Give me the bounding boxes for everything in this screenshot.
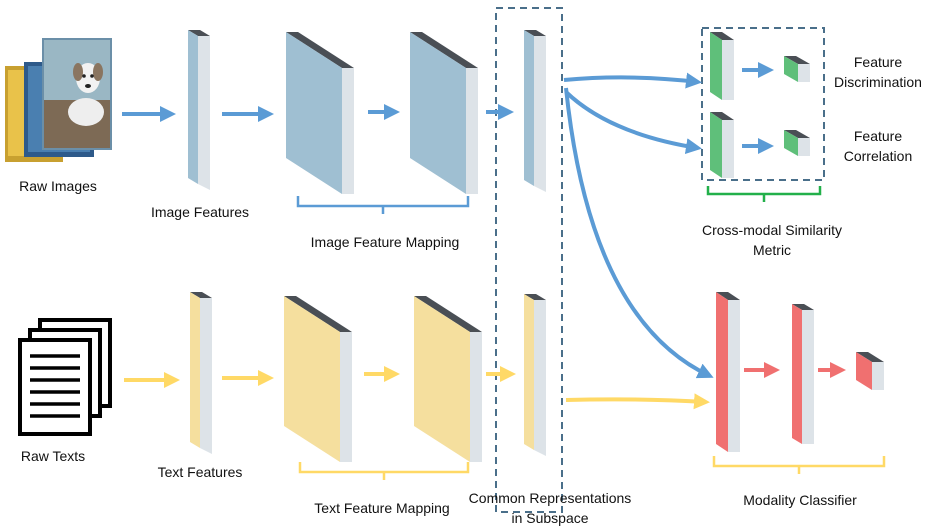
cross-modal-line2: Metric <box>752 242 792 258</box>
common-representations-label: Common Representations in Subspace <box>450 488 650 528</box>
feature-correlation-line1: Feature <box>853 128 903 144</box>
discrimination-output-block <box>784 56 810 82</box>
feature-correlation-line2: Correlation <box>843 148 913 164</box>
classifier-block-1 <box>716 292 740 452</box>
text-common-representation-block <box>524 294 546 456</box>
image-common-representation-block <box>524 30 546 192</box>
modality-classifier-label: Modality Classifier <box>743 492 857 508</box>
raw-texts-icon <box>18 318 112 436</box>
raw-images-label: Raw Images <box>19 178 97 194</box>
feature-discrimination-line1: Feature <box>853 54 903 70</box>
arrow-common-to-correlation <box>564 90 702 155</box>
image-mapping-block-2 <box>410 32 478 194</box>
text-mapping-block-2 <box>414 296 482 462</box>
image-features-label: Image Features <box>150 204 250 220</box>
common-subspace-box <box>495 7 563 513</box>
cross-modal-line1: Cross-modal Similarity <box>701 222 843 238</box>
correlation-output-block <box>784 130 810 156</box>
classifier-output-block <box>856 352 884 390</box>
arrow-textcommon-to-classifier <box>565 393 710 410</box>
text-feature-mapping-label: Text Feature Mapping <box>314 500 450 516</box>
image-feature-mapping-label: Image Feature Mapping <box>310 234 460 250</box>
raw-texts-label: Raw Texts <box>20 448 86 464</box>
correlation-feature-block <box>710 112 734 178</box>
image-mapping-brace <box>296 196 470 214</box>
arrow-common-to-discrimination <box>563 72 702 89</box>
image-mapping-block-1 <box>286 32 354 194</box>
common-representations-line2: in Subspace <box>511 510 589 526</box>
feature-discrimination-line2: Discrimination <box>834 74 922 90</box>
discrimination-feature-block <box>710 32 734 100</box>
similarity-metric-brace <box>706 186 822 202</box>
image-feature-block <box>188 30 210 190</box>
text-feature-block <box>190 292 212 454</box>
feature-discrimination-label: Feature Discrimination <box>822 52 934 92</box>
cross-modal-similarity-label: Cross-modal Similarity Metric <box>680 220 864 260</box>
common-representations-line1: Common Representations <box>468 490 632 506</box>
text-mapping-brace <box>298 462 470 480</box>
raw-images-icon <box>5 38 112 162</box>
text-mapping-block-1 <box>284 296 352 462</box>
similarity-metric-box <box>701 27 825 181</box>
arrow-common-to-classifier <box>564 87 714 379</box>
modality-classifier-brace <box>712 456 886 474</box>
feature-correlation-label: Feature Correlation <box>822 126 934 166</box>
text-features-label: Text Features <box>157 464 243 480</box>
classifier-block-2 <box>792 304 814 444</box>
